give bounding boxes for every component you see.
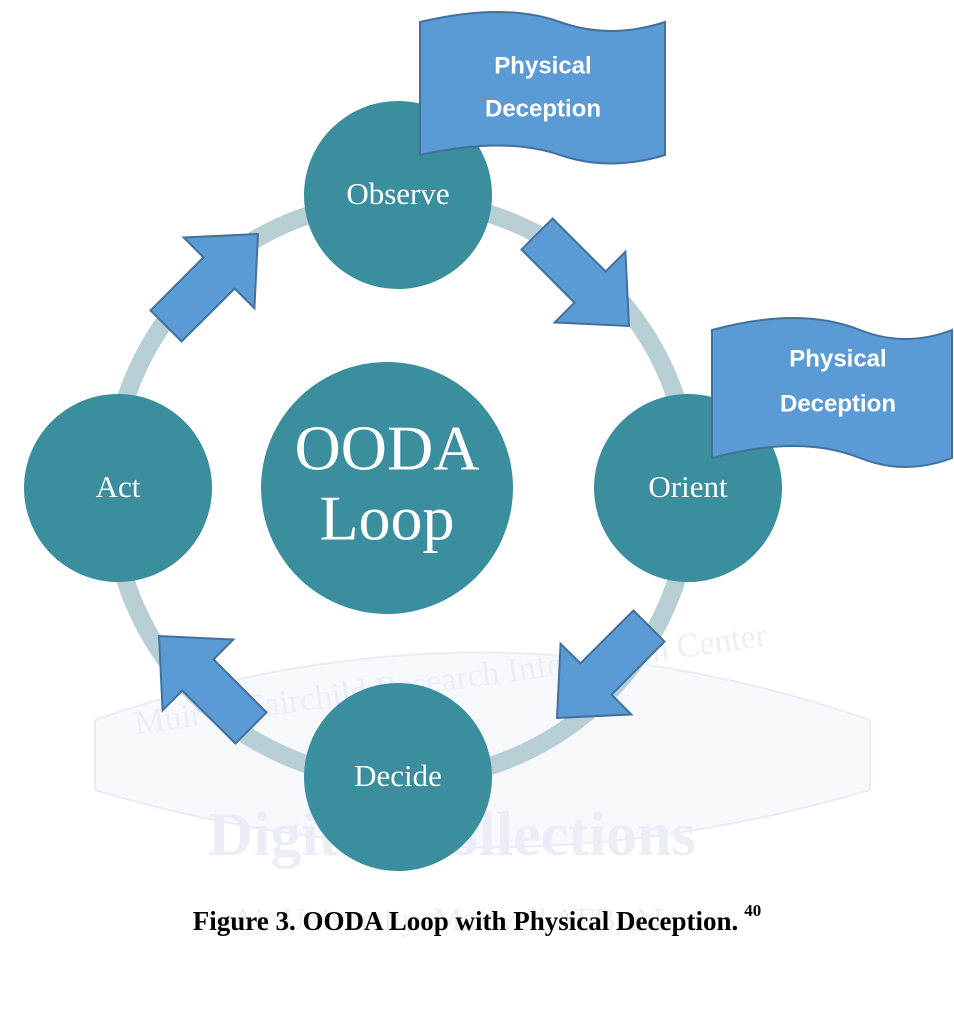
figure-caption: Figure 3. OODA Loop with Physical Decept… [0,901,954,937]
node-act: Act [24,394,212,582]
flag-observe: Physical Deception [419,11,666,165]
flag-observe-line2: Deception [485,95,601,122]
node-decide-label: Decide [354,758,442,793]
arrow-observe-to-orient [520,217,631,328]
watermark-line3: Air University–Maxwell AFB, AL [232,901,673,937]
center-label-line1: OODA [295,413,480,484]
center-label-line2: Loop [319,483,454,554]
flag-orient-line2: Deception [780,390,896,417]
arrow-act-to-observe [149,232,260,343]
caption-footnote-ref: 40 [744,901,762,920]
flag-orient-line1: Physical [789,345,886,372]
flag-observe-line1: Physical [494,52,591,79]
node-decide: Decide [304,683,492,871]
arrow-orient-to-decide [555,609,666,720]
node-center: OODA Loop [261,362,513,614]
node-act-label: Act [96,469,141,504]
node-observe-label: Observe [346,176,449,211]
node-orient-label: Orient [648,469,728,504]
flag-orient: Physical Deception [711,317,953,468]
arrow-decide-to-act [157,634,268,745]
caption-text: Figure 3. OODA Loop with Physical Decept… [192,906,739,936]
